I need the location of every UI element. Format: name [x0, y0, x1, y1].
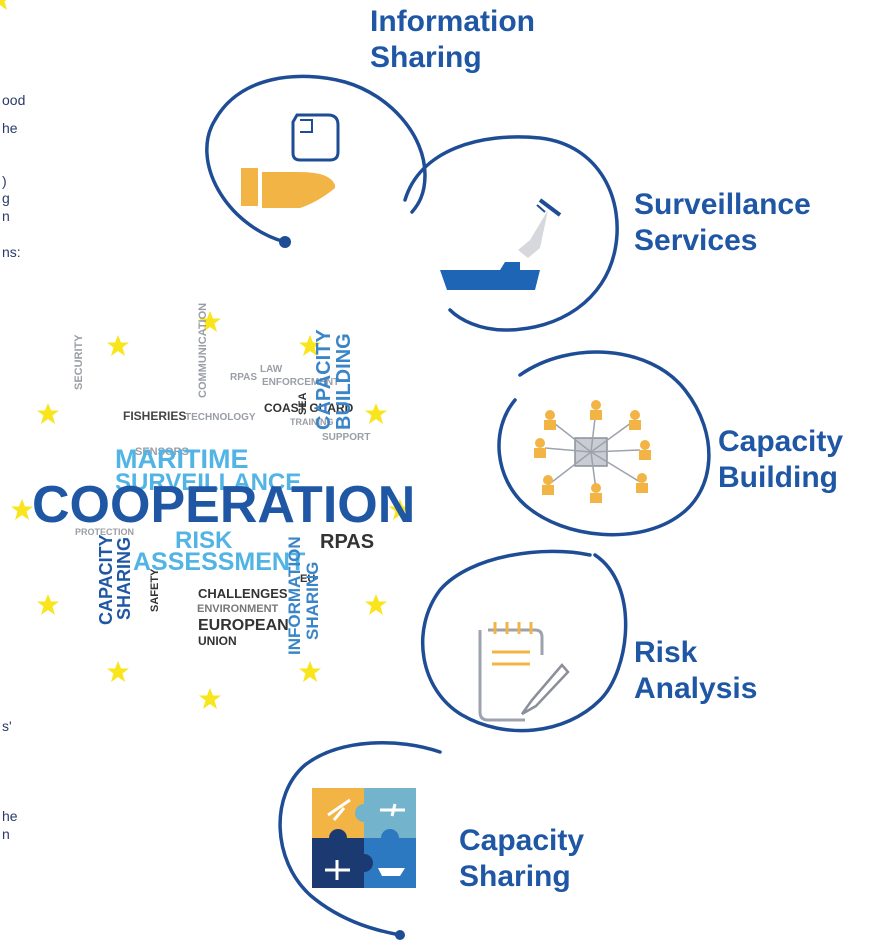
text-fragment: s': [2, 718, 12, 734]
svg-text:RPAS: RPAS: [230, 372, 257, 383]
notepad-pencil-icon: [478, 622, 570, 722]
svg-text:SECURITY: SECURITY: [73, 334, 85, 390]
text-fragment: ns:: [2, 244, 21, 260]
word-cooperation: COOPERATION: [32, 476, 415, 534]
word-surveillance: SURVEILLANCE: [115, 469, 301, 496]
svg-text:TECHNOLOGY: TECHNOLOGY: [185, 412, 256, 423]
text-fragment: ): [2, 173, 7, 189]
svg-text:ENVIRONMENT: ENVIRONMENT: [197, 603, 279, 615]
text-fragment: n: [2, 208, 10, 224]
svg-text:FISHERIES: FISHERIES: [123, 409, 186, 423]
svg-text:SAFETY: SAFETY: [149, 568, 161, 612]
svg-text:LAW: LAW: [260, 364, 283, 375]
ring-capacity-building: [497, 350, 711, 537]
word-information-sharing-1: INFORMATION: [285, 536, 304, 655]
svg-text:CHALLENGES: CHALLENGES: [198, 586, 288, 601]
path-start-dot: [279, 236, 291, 248]
eu-stars: [0, 0, 411, 709]
ring-capacity-sharing: [278, 741, 442, 937]
word-capacity-sharing-1: CAPACITY: [96, 534, 116, 625]
svg-text:EU: EU: [300, 573, 315, 585]
svg-text:PROTECTION: PROTECTION: [75, 527, 134, 537]
text-fragment: he: [2, 808, 18, 824]
text-fragment: ood: [2, 92, 26, 108]
svg-text:SUPPORT: SUPPORT: [322, 432, 370, 443]
svg-text:SEA: SEA: [297, 392, 309, 415]
svg-text:TRAINING: TRAINING: [290, 417, 334, 427]
word-cloud-filler: SENSORS SECURITY FISHERIES COMMUNICATION…: [73, 303, 370, 615]
word-assessment: ASSESSMENT: [133, 548, 305, 576]
network-people-icon: [534, 400, 651, 503]
word-european: EUROPEAN: [198, 617, 289, 634]
svg-text:SENSORS: SENSORS: [135, 446, 189, 458]
ring-information-sharing: [205, 74, 427, 244]
svg-text:COAST GUARD: COAST GUARD: [264, 401, 354, 415]
word-capacity-building-2: BUILDING: [333, 333, 355, 430]
text-fragment: he: [2, 120, 18, 136]
svg-text:COMMUNICATION: COMMUNICATION: [197, 303, 209, 398]
ring-surveillance-services: [403, 135, 619, 332]
text-fragment: g: [2, 190, 10, 206]
word-rpas: RPAS: [320, 531, 374, 553]
ring-risk-analysis: [420, 549, 628, 733]
word-capacity-building-1: CAPACITY: [313, 329, 335, 430]
text-fragment: n: [2, 826, 10, 842]
satellite-ship-icon: [440, 198, 562, 290]
word-union: UNION: [198, 634, 237, 648]
svg-text:ENFORCEMENT: ENFORCEMENT: [262, 377, 339, 388]
puzzle-icon: [312, 788, 416, 888]
word-maritime: MARITIME: [115, 444, 248, 474]
hand-document-icon: [241, 113, 340, 208]
word-risk: RISK: [175, 527, 233, 554]
word-information-sharing-2: SHARING: [303, 562, 322, 640]
path-end-dot: [395, 930, 405, 940]
word-capacity-sharing-2: SHARING: [114, 537, 134, 620]
